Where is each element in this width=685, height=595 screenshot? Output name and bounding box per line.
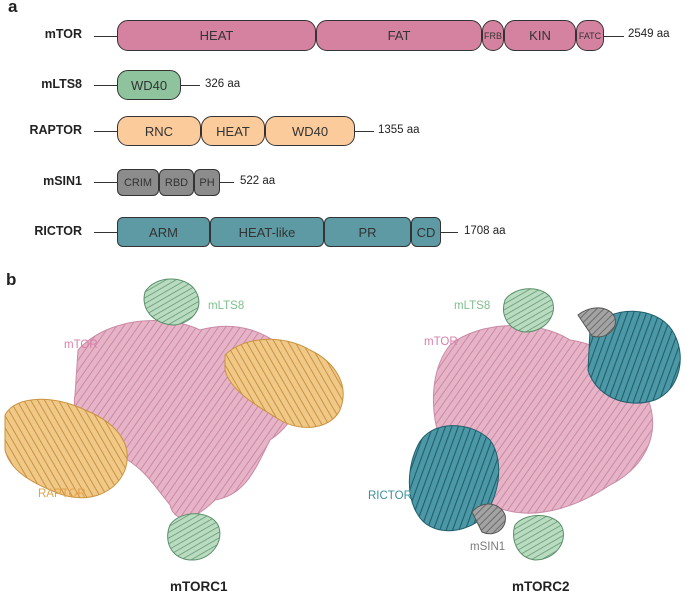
length-raptor: 1355 aa	[378, 124, 420, 136]
domain-mtor-frb: FRB	[482, 20, 504, 51]
mtorc2-rictor-right	[587, 310, 681, 404]
mtorc2-label-mtor: mTOR	[424, 336, 458, 348]
protein-name-raptor: RAPTOR	[29, 123, 82, 137]
mtorc1-mlst8-top	[143, 278, 200, 326]
domain-msin1-ph: PH	[194, 169, 220, 196]
domain-raptor-wd40: WD40	[265, 116, 355, 146]
row-raptor: RAPTOR	[0, 123, 84, 141]
domain-rictor-cd: CD	[411, 217, 441, 247]
mtorc2-title: mTORC2	[512, 579, 570, 594]
domain-mtor-fat: FAT	[316, 20, 482, 51]
length-mlts8: 326 aa	[205, 78, 241, 90]
row-msin1: mSIN1	[0, 174, 84, 192]
mtorc2-label-rictor: RICTOR	[368, 490, 412, 502]
panel-b-letter: b	[6, 270, 17, 289]
mtorc1-raptor-left	[4, 398, 128, 499]
mtorc1-structure	[4, 278, 344, 561]
protein-name-mtor: mTOR	[44, 27, 82, 41]
domain-raptor-heat: HEAT	[201, 116, 265, 146]
protein-name-rictor: RICTOR	[34, 224, 82, 238]
protein-name-mlts8: mLTS8	[41, 77, 82, 91]
mtorc2-msin1-bottom	[471, 503, 506, 535]
mtorc1-label-mlst8: mLTS8	[208, 300, 245, 312]
mtorc2-mlst8-top	[503, 288, 554, 333]
mtorc2-label-mlst8: mLTS8	[454, 300, 491, 312]
domain-mtor-kin: KIN	[504, 20, 576, 51]
domain-msin1-crim: CRIM	[117, 169, 159, 196]
domain-mtor-heat: HEAT	[117, 20, 316, 51]
mtorc1-label-mtor: mTOR	[64, 339, 98, 351]
mtorc1-title: mTORC1	[170, 579, 228, 594]
domain-mtor-fatc: FATC	[576, 20, 604, 51]
domain-mlts8-wd40: WD40	[117, 70, 181, 100]
mtorc2-structure	[408, 288, 681, 561]
domain-rictor-arm: ARM	[117, 217, 210, 247]
mtorc1-raptor-right	[224, 338, 344, 428]
row-mlts8: mLTS8	[0, 77, 84, 95]
length-rictor: 1708 aa	[464, 225, 506, 237]
row-rictor: RICTOR	[0, 224, 84, 242]
row-mtor: mTOR	[0, 27, 84, 45]
protein-name-msin1: mSIN1	[43, 174, 82, 188]
domain-rictor-pr: PR	[324, 217, 411, 247]
mtorc2-msin1-top	[577, 307, 616, 338]
domain-msin1-rbd: RBD	[159, 169, 194, 196]
domain-rictor-heat-like: HEAT-like	[210, 217, 324, 247]
length-msin1: 522 aa	[240, 175, 276, 187]
mtorc2-mlst8-bottom	[513, 515, 564, 561]
mtorc2-label-msin1: mSIN1	[470, 541, 506, 553]
length-mtor: 2549 aa	[628, 28, 670, 40]
domain-raptor-rnc: RNC	[117, 116, 201, 146]
mtorc1-label-raptor: RAPTOR	[38, 488, 86, 500]
mtorc1-mlst8-bottom	[167, 513, 221, 561]
panel-a-letter: a	[8, 0, 18, 16]
